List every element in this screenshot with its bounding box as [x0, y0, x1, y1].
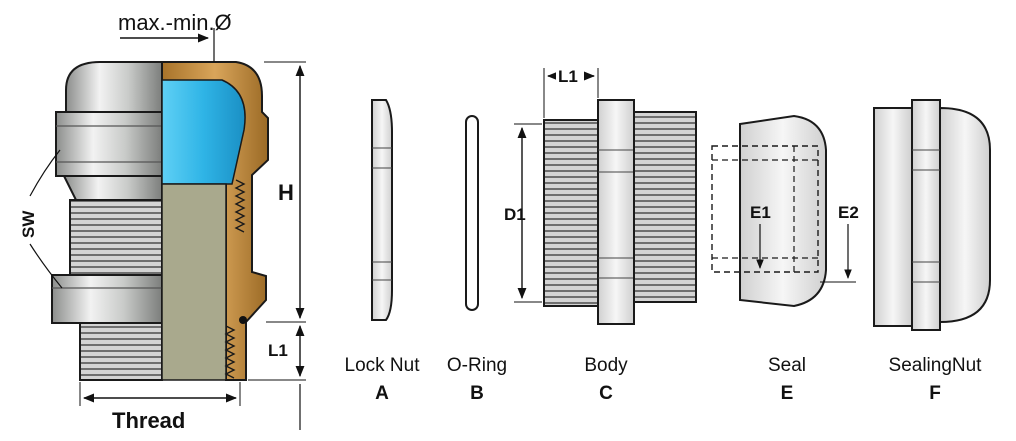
inner-bore: [161, 183, 227, 381]
dim-max-min-dia: max.-min.Ø: [118, 10, 232, 35]
part-o-ring-drawing: [465, 115, 479, 311]
part-name-sealing-nut: SealingNut: [889, 355, 983, 376]
part-letter-e: E: [781, 383, 794, 404]
part-letter-b: B: [470, 383, 484, 404]
part-name-lock-nut: Lock Nut: [345, 355, 421, 376]
part-name-o-ring: O-Ring: [447, 355, 507, 376]
sealing-nut-dome: [65, 61, 163, 113]
part-name-seal: Seal: [768, 355, 806, 376]
dim-l1-left: L1: [268, 341, 288, 360]
part-sealing-nut-drawing: [873, 99, 991, 331]
part-labels: Lock Nut A O-Ring B Body C Seal E Sealin…: [345, 355, 983, 404]
seal-cut-section: [161, 79, 246, 185]
dim-e2: E2: [838, 203, 859, 222]
part-seal-drawing: E1 E2: [711, 114, 859, 308]
body-hex: [51, 274, 163, 324]
part-lock-nut-drawing: [371, 99, 393, 321]
part-letter-f: F: [929, 383, 941, 404]
connection-thread: [79, 322, 163, 381]
assembled-gland-drawing: max.-min.Ø H L1 SW Thread: [19, 10, 306, 433]
part-name-body: Body: [584, 355, 628, 376]
o-ring-section: [239, 316, 247, 324]
dim-thread: Thread: [112, 408, 185, 433]
dim-sw: SW: [19, 210, 38, 238]
dim-d1: D1: [504, 205, 526, 224]
dim-l1-body: L1: [558, 67, 578, 86]
part-letter-c: C: [599, 383, 613, 404]
part-letter-a: A: [375, 383, 389, 404]
body-thread-upper: [69, 199, 163, 276]
dim-e1: E1: [750, 203, 771, 222]
part-body-drawing: L1 D1: [504, 66, 697, 325]
dim-h: H: [278, 180, 294, 205]
sealing-nut-hex: [55, 111, 163, 177]
